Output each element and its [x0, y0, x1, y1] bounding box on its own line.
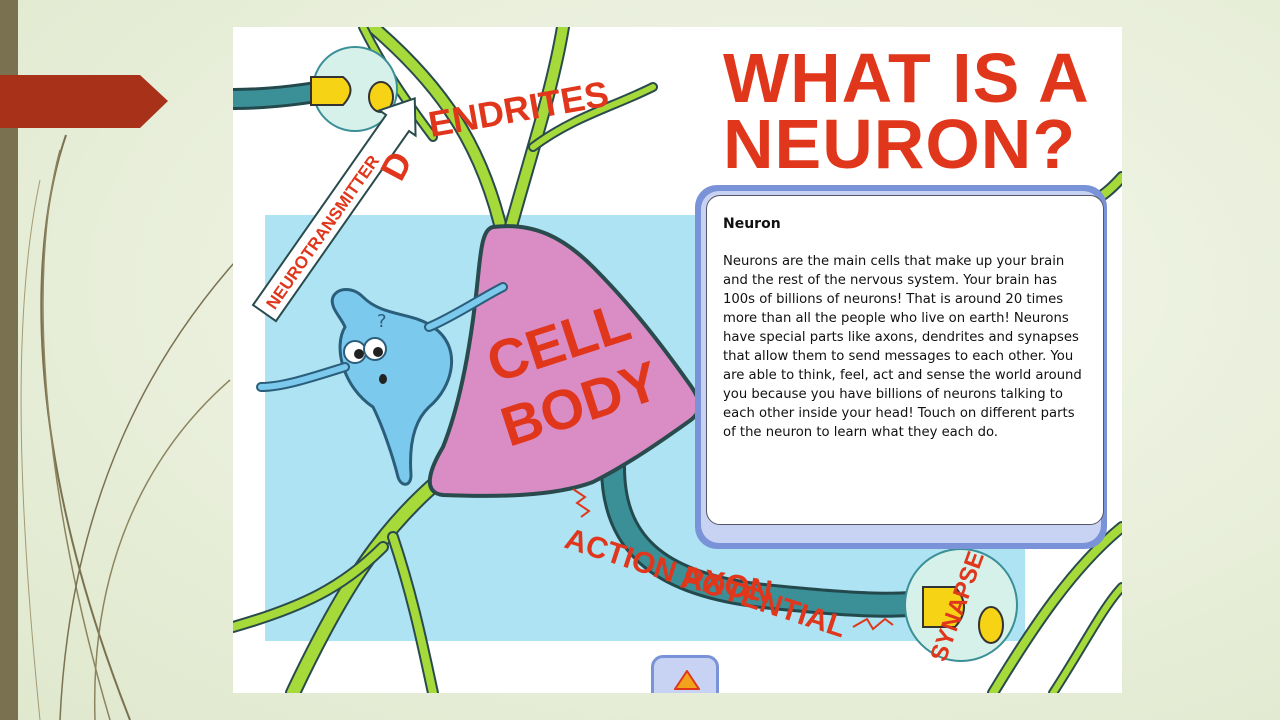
neuron-slide: ? NEUROTRANSMITTER D ENDRITES CELL BODY …: [233, 27, 1122, 693]
slide-left-bar: [0, 0, 18, 720]
spark-icon: [572, 488, 591, 518]
dendrite-branches[interactable]: [233, 27, 1122, 693]
triangle-up-icon: [674, 670, 700, 690]
presynaptic-terminal[interactable]: [233, 46, 398, 132]
dendrites-label[interactable]: ENDRITES: [425, 73, 611, 145]
info-panel-heading: Neuron: [723, 216, 781, 232]
title-line-1: WHAT IS A: [723, 39, 1090, 117]
question-mark: ?: [377, 311, 387, 332]
axon[interactable]: [600, 454, 946, 618]
synapse-terminal[interactable]: [904, 548, 1018, 662]
info-panel-body: Neurons are the main cells that make up …: [723, 254, 1082, 440]
decorative-swoosh-lines: [20, 134, 256, 720]
slide-arrow-banner: [0, 75, 168, 128]
title-line-2: NEURON?: [723, 105, 1077, 183]
page-title: WHAT IS A NEURON?: [723, 39, 1113, 183]
spark-icon: [852, 617, 894, 631]
info-panel: Neuron Neurons are the main cells that m…: [706, 195, 1104, 525]
scroll-up-button[interactable]: [651, 655, 719, 693]
cartoon-neuron-character: ?: [256, 282, 508, 486]
